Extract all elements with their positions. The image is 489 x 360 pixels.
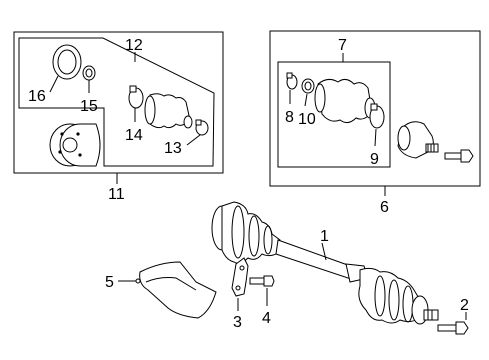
clamp-14 (128, 85, 144, 109)
drive-shaft-assembly (211, 201, 439, 325)
callout-15: 15 (80, 98, 98, 115)
callout-7: 7 (338, 37, 347, 54)
kit-box-11-frame (13, 31, 224, 174)
callout-11: 11 (108, 186, 125, 203)
leader-13 (186, 134, 201, 146)
callout-1: 1 (320, 228, 329, 245)
callout-2: 2 (460, 297, 469, 314)
inner-boot (144, 93, 193, 129)
callout-3: 3 (233, 314, 242, 331)
kit-box-6 (269, 30, 481, 187)
clamp-8 (286, 72, 298, 90)
o-ring-15 (82, 65, 96, 81)
ring-10 (301, 78, 315, 94)
seal-ring-16 (52, 44, 82, 80)
callout-5: 5 (105, 274, 114, 291)
inner-cv-joint (49, 123, 101, 167)
bolt-2 (437, 321, 469, 335)
leader-10 (304, 93, 308, 107)
leader-1 (321, 242, 327, 261)
bolt-4 (249, 275, 275, 287)
leader-9 (374, 128, 377, 147)
callout-16: 16 (28, 88, 46, 105)
callout-6: 6 (380, 199, 389, 216)
outer-boot (314, 78, 376, 124)
bracket-3 (231, 257, 249, 297)
heat-shield-5 (135, 261, 217, 319)
outer-cv-joint (397, 121, 439, 159)
leader-16 (49, 75, 59, 93)
clamp-9 (369, 103, 385, 129)
callout-8: 8 (285, 109, 294, 126)
kit-box-6-frame (269, 30, 481, 187)
clamp-13 (195, 119, 209, 136)
kit-box-7-frame (277, 61, 391, 168)
kit-box-12-outline (18, 37, 215, 167)
callout-9: 9 (370, 151, 379, 168)
bolt-right-box (444, 149, 474, 163)
kit-box-11 (13, 31, 224, 174)
callout-12: 12 (125, 37, 143, 54)
callout-14: 14 (125, 127, 143, 144)
callout-4: 4 (262, 310, 271, 327)
callout-10: 10 (298, 111, 316, 128)
callout-13: 13 (164, 140, 182, 157)
